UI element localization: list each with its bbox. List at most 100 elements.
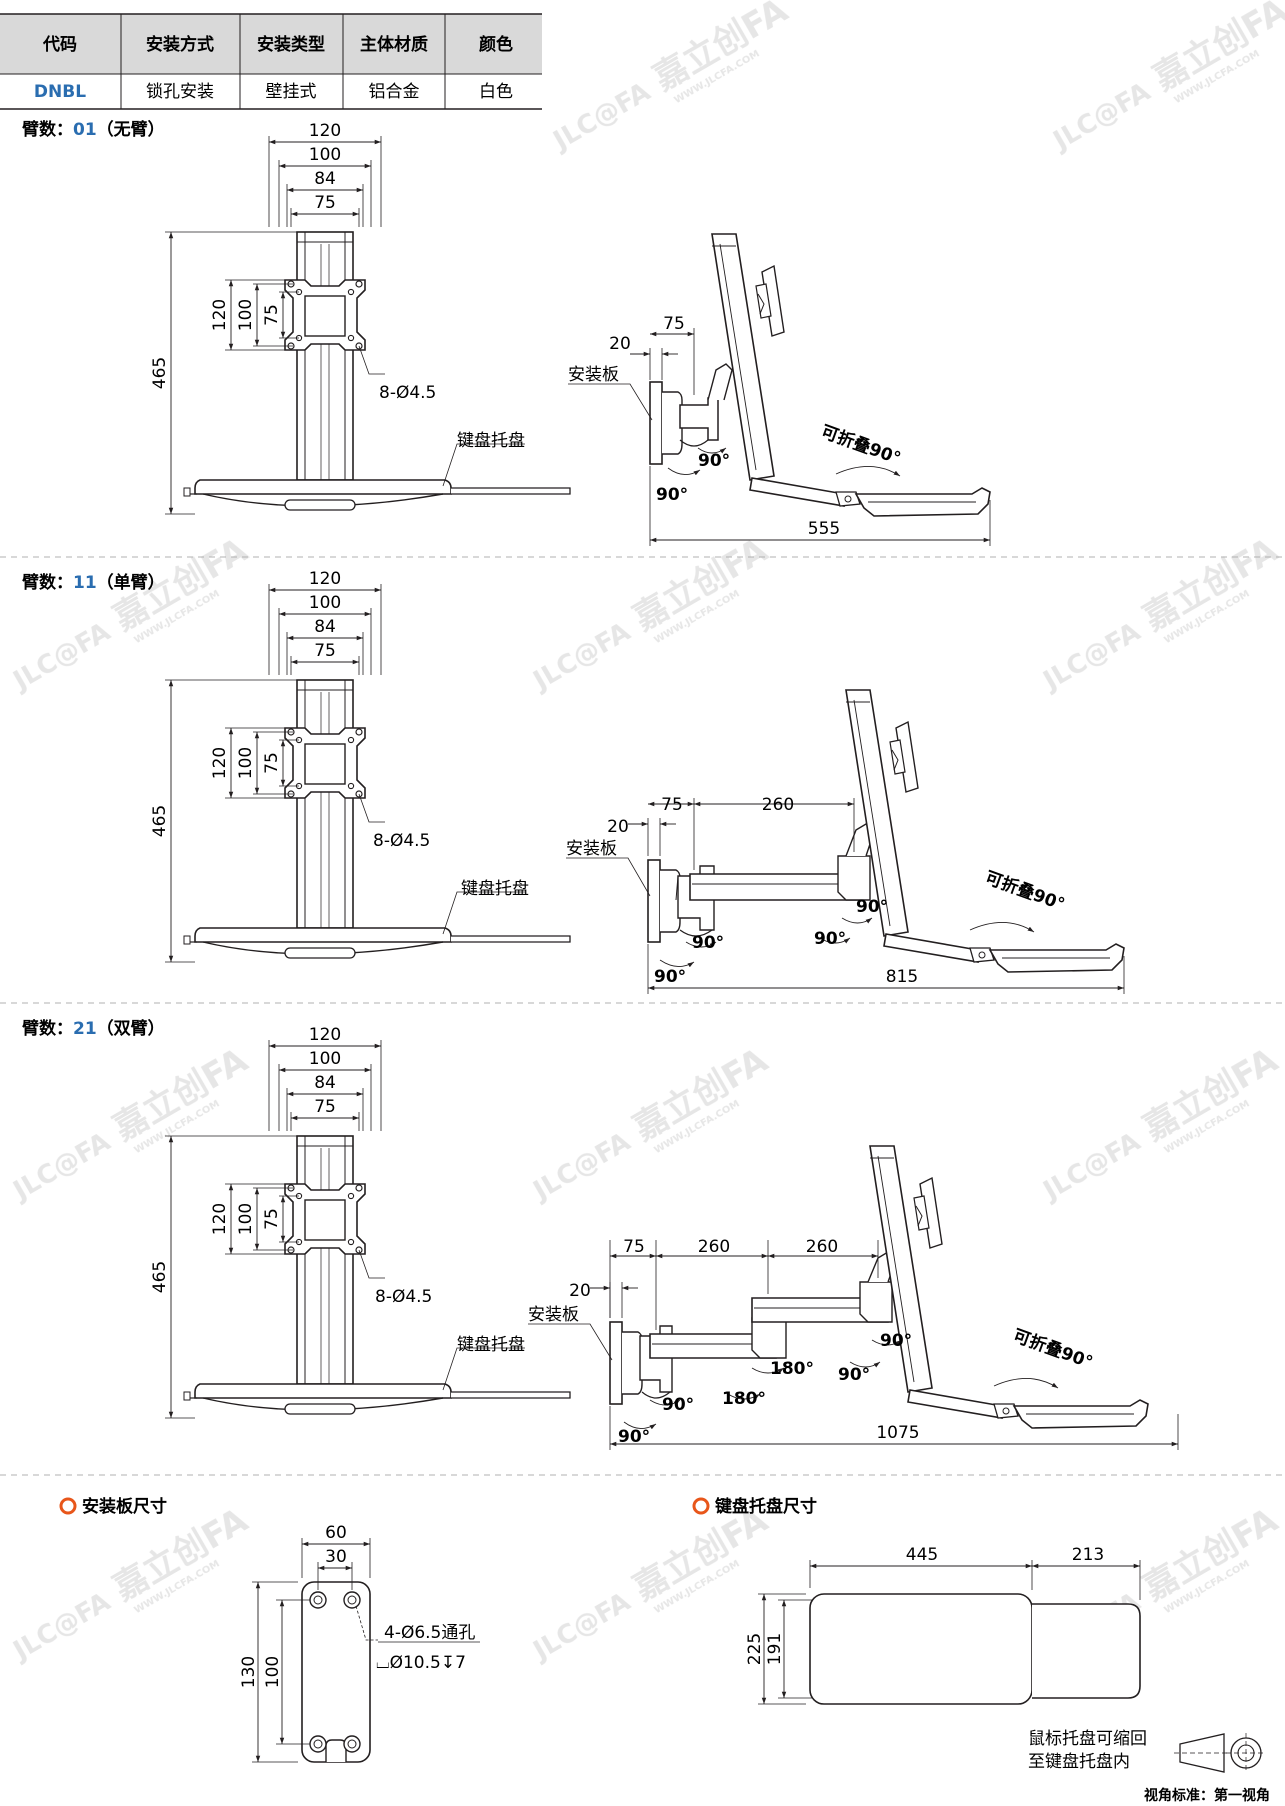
dim-vesa-75: 75 — [262, 304, 282, 326]
label-mount-plate: 安装板 — [566, 839, 617, 859]
bullet-icon — [59, 1497, 77, 1515]
dim-vesa-100: 100 — [236, 1203, 256, 1235]
side-view: 20 75 安装板 90° 90° 可折叠90° 555 — [568, 234, 990, 546]
label-angle-90-c: 90° — [838, 1365, 870, 1385]
dim-total-555: 555 — [808, 519, 840, 539]
spec-value-install-type: 壁挂式 — [266, 82, 317, 102]
label-mount-plate: 安装板 — [528, 1305, 579, 1325]
watermark-brand: 嘉立创FA — [1137, 1500, 1285, 1609]
label-angle-90-b: 90° — [662, 1395, 694, 1415]
dim-width-120: 120 — [309, 569, 341, 589]
watermark-7: JLC@FA 嘉立创FA WWW.JLCFA.COM — [527, 1040, 775, 1207]
dim-vesa-120: 120 — [210, 1203, 230, 1235]
dim-link-75: 75 — [623, 1237, 645, 1257]
dim-width-75: 75 — [314, 1097, 336, 1117]
watermark-logo: JLC@FA — [7, 1587, 116, 1667]
label-fold-90: 可折叠90° — [982, 867, 1067, 915]
watermark-logo: JLC@FA — [527, 1127, 636, 1207]
watermark-logo: JLC@FA — [7, 1127, 116, 1207]
dim-width-84: 84 — [314, 617, 336, 637]
dim-tray-445: 445 — [906, 1545, 938, 1565]
dim-arm-260: 260 — [762, 795, 794, 815]
projection-label: 视角标准：第一视角 — [1144, 1787, 1270, 1804]
watermark-logo: JLC@FA — [527, 1587, 636, 1667]
front-view: 120 100 84 75 120 100 75 465 8-Ø4.5 键盘托盘 — [150, 121, 570, 514]
section-arm-11: 臂数：11（单臂） 120 100 84 75 120 100 75 465 8… — [21, 569, 1124, 994]
dim-width-75: 75 — [314, 641, 336, 661]
spec-value-color: 白色 — [479, 82, 513, 102]
spec-header-install-type: 安装类型 — [257, 34, 325, 55]
dim-plate-30: 30 — [325, 1547, 347, 1567]
dim-arm-260-a: 260 — [698, 1237, 730, 1257]
watermark-2: JLC@FA 嘉立创FA WWW.JLCFA.COM — [1047, 0, 1285, 157]
plate-detail-title: 安装板尺寸 — [82, 1496, 167, 1517]
mouse-tray-outline — [1032, 1603, 1141, 1699]
watermark-8: JLC@FA 嘉立创FA WWW.JLCFA.COM — [1037, 1040, 1285, 1207]
dim-width-120: 120 — [309, 121, 341, 141]
watermark-9: JLC@FA 嘉立创FA WWW.JLCFA.COM — [7, 1500, 255, 1667]
dim-vesa-120: 120 — [210, 747, 230, 779]
label-angle-90-b: 90° — [698, 451, 730, 471]
dim-width-84: 84 — [314, 169, 336, 189]
plate-detail: 安装板尺寸 60 30 130 100 4-Ø6.5通孔 ⌴Ø10.5↧7 — [59, 1496, 480, 1763]
dim-vesa-100: 100 — [236, 747, 256, 779]
label-angle-90-a: 90° — [654, 967, 686, 987]
tray-detail: 键盘托盘尺寸 445 213 225 191 鼠标托盘可缩回 至键盘托盘内 — [692, 1496, 1147, 1772]
watermark-brand: 嘉立创FA — [1137, 530, 1285, 639]
label-angle-90-c: 90° — [814, 929, 846, 949]
dim-total-1075: 1075 — [876, 1423, 919, 1443]
dim-vesa-100: 100 — [236, 299, 256, 331]
dim-width-120: 120 — [309, 1025, 341, 1045]
dim-arm-260-b: 260 — [806, 1237, 838, 1257]
label-keyboard-tray: 键盘托盘 — [457, 1335, 525, 1355]
label-angle-180-b: 180° — [770, 1359, 814, 1379]
spec-table-header-bg — [0, 14, 542, 74]
dim-link-75: 75 — [663, 314, 685, 334]
watermark-logo: JLC@FA — [547, 77, 656, 157]
tray-detail-title: 键盘托盘尺寸 — [715, 1496, 817, 1517]
spec-header-install-method: 安装方式 — [146, 34, 214, 55]
side-view: 20 75 260 260 安装板 90° 90° 180° 180° 90° … — [528, 1146, 1179, 1450]
watermark-logo: JLC@FA — [1047, 77, 1156, 157]
watermark-logo: JLC@FA — [1037, 1127, 1146, 1207]
dim-total-815: 815 — [886, 967, 918, 987]
label-mount-plate: 安装板 — [568, 365, 619, 385]
dim-tray-191: 191 — [765, 1633, 785, 1665]
dim-height-465: 465 — [150, 1261, 170, 1293]
dim-height-465: 465 — [150, 357, 170, 389]
bullet-icon — [692, 1497, 710, 1515]
spec-header-color: 颜色 — [479, 34, 513, 55]
front-view: 120 100 84 75 120 100 75 465 8-Ø4.5 键盘托盘 — [150, 1025, 570, 1418]
projection-symbol: 视角标准：第一视角 — [1144, 1733, 1270, 1804]
spec-value-install-method: 锁孔安装 — [146, 82, 214, 102]
label-angle-90-b: 90° — [692, 933, 724, 953]
section-title: 臂数：11（单臂） — [21, 572, 165, 593]
keyboard-tray-outline — [809, 1593, 1033, 1705]
spec-value-material: 铝合金 — [369, 82, 420, 102]
label-holes: 8-Ø4.5 — [375, 1287, 432, 1307]
label-fold-90: 可折叠90° — [818, 421, 903, 469]
note-mouse-tray-1: 鼠标托盘可缩回 — [1028, 1729, 1147, 1749]
dim-plate-100: 100 — [263, 1656, 283, 1688]
section-title: 臂数：21（双臂） — [21, 1018, 165, 1039]
dim-plate-60: 60 — [325, 1523, 347, 1543]
watermark-1: JLC@FA 嘉立创FA WWW.JLCFA.COM — [547, 0, 795, 157]
label-angle-180-a: 180° — [722, 1389, 766, 1409]
watermark-brand: 嘉立创FA — [647, 0, 795, 99]
label-angle-90-d: 90° — [856, 897, 888, 917]
plate-outline — [301, 1581, 371, 1763]
spec-table: 代码 安装方式 安装类型 主体材质 颜色 DNBL 锁孔安装 壁挂式 铝合金 白… — [0, 13, 542, 110]
watermark-logo: JLC@FA — [1037, 617, 1146, 697]
dim-plate-130: 130 — [239, 1656, 259, 1688]
watermark-logo: JLC@FA — [7, 617, 116, 697]
watermark-10: JLC@FA 嘉立创FA WWW.JLCFA.COM — [527, 1500, 775, 1667]
watermark-6: JLC@FA 嘉立创FA WWW.JLCFA.COM — [7, 1040, 255, 1207]
label-plate-holes: 4-Ø6.5通孔 — [384, 1623, 475, 1643]
label-holes: 8-Ø4.5 — [379, 383, 436, 403]
dim-width-100: 100 — [309, 1049, 341, 1069]
label-plate-counterbore: ⌴Ø10.5↧7 — [376, 1653, 466, 1673]
dim-height-465: 465 — [150, 805, 170, 837]
dim-vesa-75: 75 — [262, 1208, 282, 1230]
spec-value-code: DNBL — [34, 82, 86, 102]
